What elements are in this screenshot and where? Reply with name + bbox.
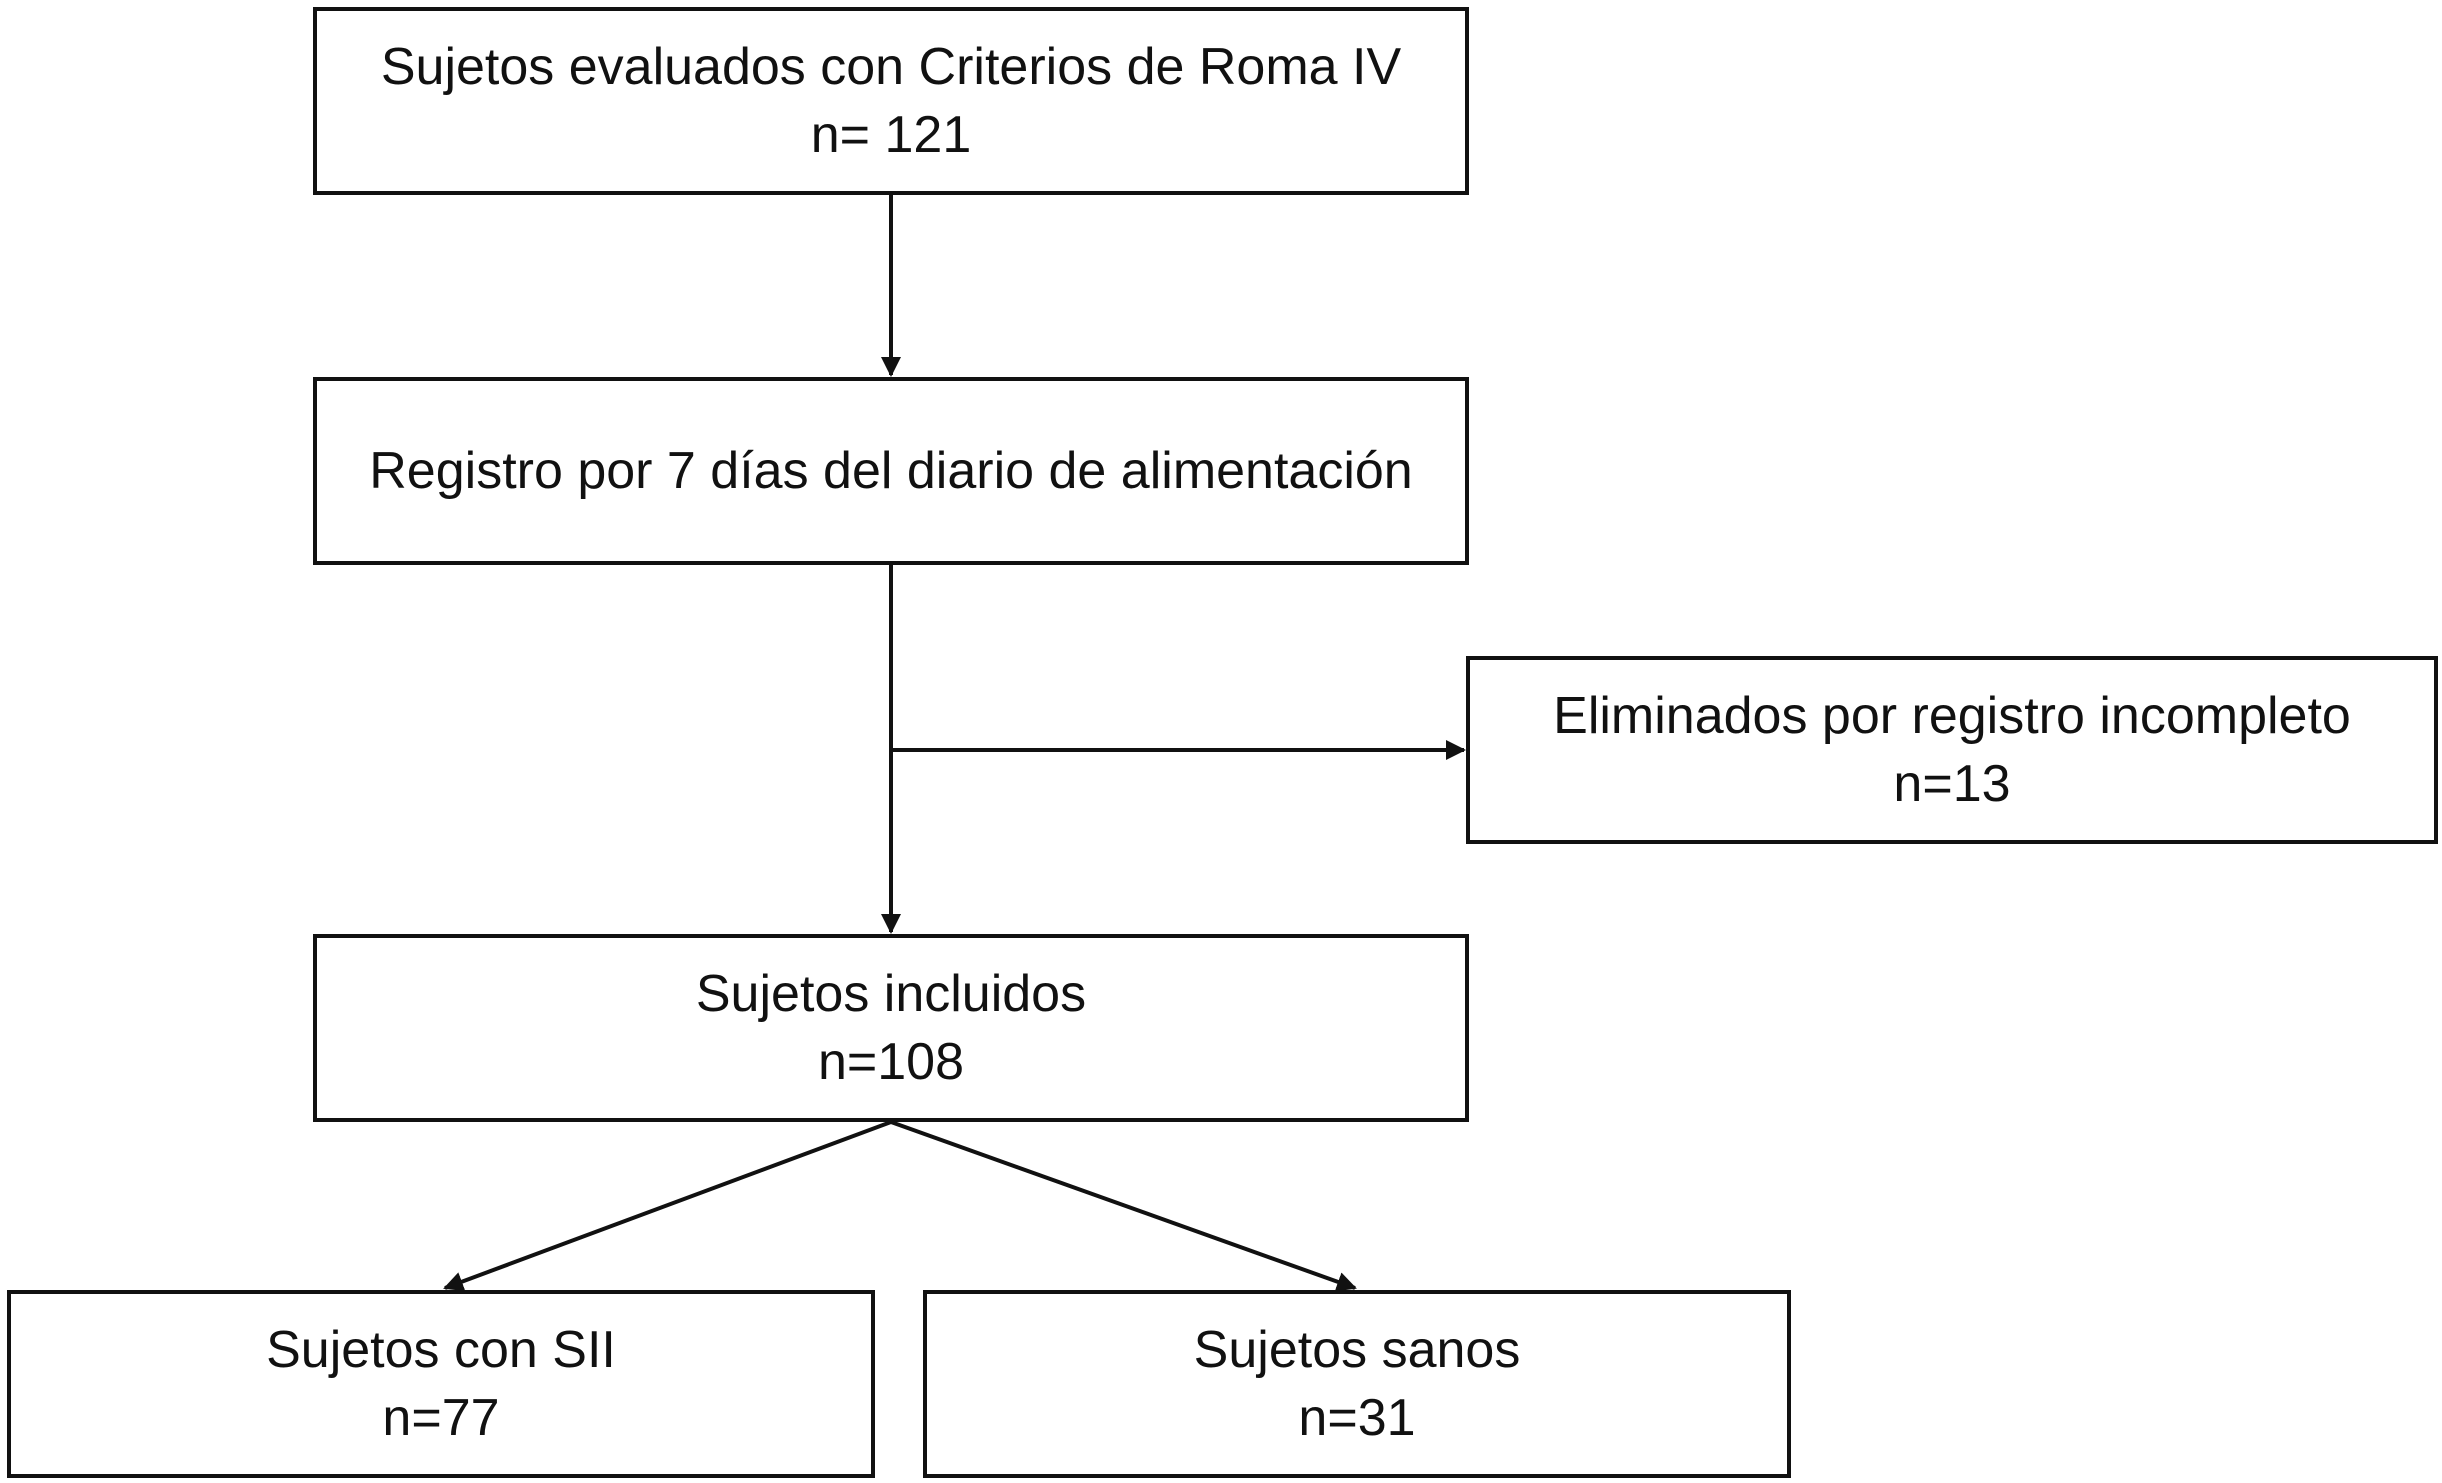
arrow-included-to-ibs (443, 1120, 892, 1292)
evaluated-subjects-count: n= 121 (810, 106, 972, 164)
included-subjects-count: n=108 (817, 1033, 965, 1091)
included-subjects-label: Sujetos incluidos (695, 965, 1087, 1023)
ibs-subjects-label: Sujetos con SII (266, 1321, 616, 1379)
healthy-subjects-count: n=31 (1298, 1389, 1416, 1447)
evaluated-subjects-label: Sujetos evaluados con Criterios de Roma … (380, 38, 1402, 96)
food-diary-registry-label: Registro por 7 días del diario de alimen… (369, 442, 1413, 500)
excluded-subjects-box: Eliminados por registro incompleto n=13 (1466, 656, 2438, 844)
healthy-subjects-label: Sujetos sanos (1193, 1321, 1521, 1379)
ibs-subjects-count: n=77 (382, 1389, 500, 1447)
evaluated-subjects-box: Sujetos evaluados con Criterios de Roma … (313, 7, 1469, 195)
excluded-subjects-count: n=13 (1893, 755, 2011, 813)
food-diary-registry-box: Registro por 7 días del diario de alimen… (313, 377, 1469, 565)
included-subjects-box: Sujetos incluidos n=108 (313, 934, 1469, 1122)
ibs-subjects-box: Sujetos con SII n=77 (7, 1290, 875, 1478)
arrow-included-to-healthy (890, 1120, 1357, 1292)
excluded-subjects-label: Eliminados por registro incompleto (1553, 687, 2351, 745)
healthy-subjects-box: Sujetos sanos n=31 (923, 1290, 1791, 1478)
